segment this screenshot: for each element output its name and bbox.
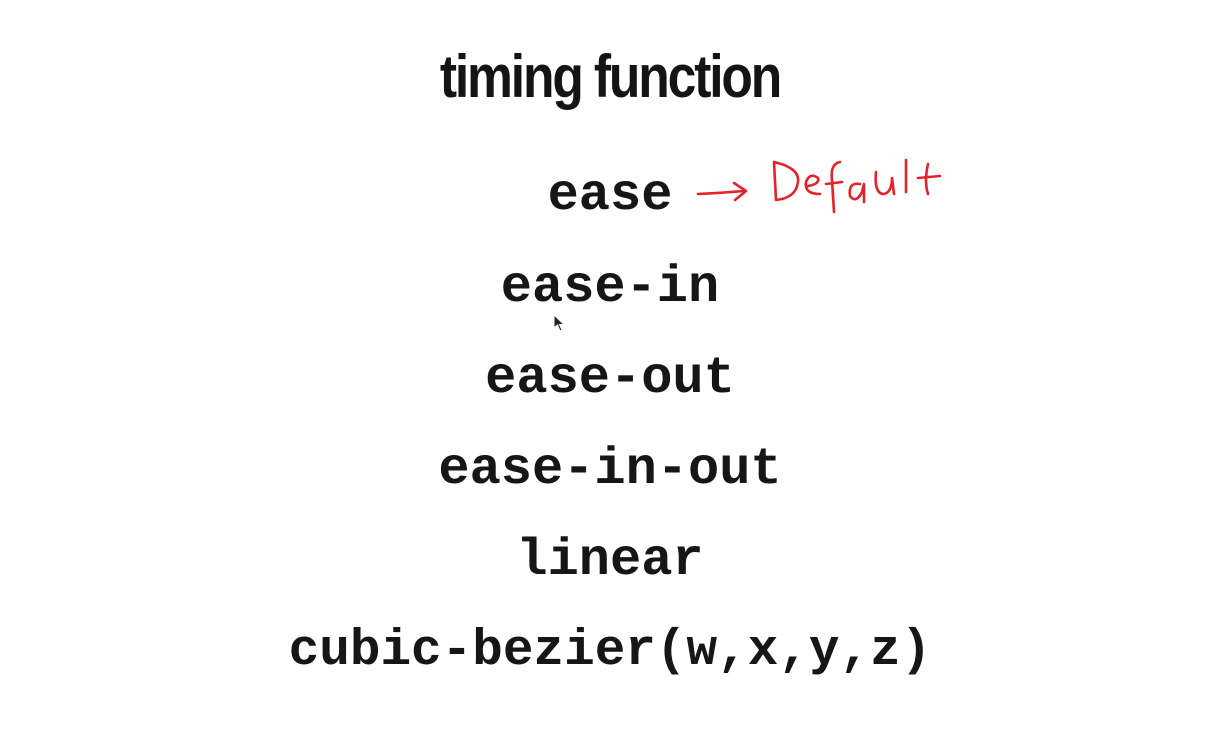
default-annotation xyxy=(696,158,942,214)
timing-value-ease-in: ease-in xyxy=(500,258,720,317)
mouse-cursor-icon xyxy=(553,314,566,332)
timing-value-cubic-bezier: cubic-bezier(w,x,y,z) xyxy=(288,623,932,680)
timing-value-ease-in-out: ease-in-out xyxy=(438,440,782,499)
arrow-right-icon xyxy=(696,181,748,202)
timing-value-ease-out: ease-out xyxy=(485,349,735,408)
timing-value-ease: ease xyxy=(547,166,673,225)
slide-title: timing function xyxy=(439,43,782,110)
timing-value-linear: linear xyxy=(516,531,704,590)
